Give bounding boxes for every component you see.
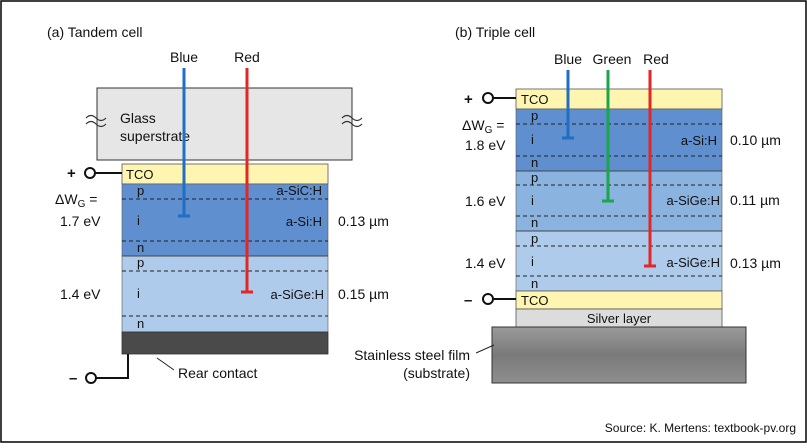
triple-plus-sign: + bbox=[464, 91, 473, 108]
thickness-3: 0.13 µm bbox=[730, 255, 781, 271]
rear-contact bbox=[121, 331, 329, 355]
tco-bottom-label: TCO bbox=[521, 293, 548, 308]
thickness-2: 0.11 µm bbox=[730, 192, 780, 208]
layer-n-bottom: n bbox=[137, 316, 144, 331]
triple-layer-separators bbox=[516, 123, 722, 277]
plus-terminal bbox=[84, 167, 96, 179]
layer-i-2: i bbox=[531, 193, 534, 208]
layer-p-1: p bbox=[531, 108, 538, 123]
triple-light-red-label: Red bbox=[643, 51, 669, 67]
thickness-top: 0.13 µm bbox=[338, 213, 389, 229]
break-mark-left bbox=[85, 114, 107, 128]
thickness-bottom: 0.15 µm bbox=[338, 286, 389, 302]
steel-substrate bbox=[491, 326, 747, 384]
break-mark-right bbox=[341, 114, 363, 128]
minus-wire bbox=[96, 354, 129, 379]
material-2: a-SiGe:H bbox=[667, 193, 720, 208]
glass-label-line2: superstrate bbox=[120, 128, 190, 144]
material-1: a-Si:H bbox=[681, 133, 717, 148]
steel-pointer bbox=[475, 344, 495, 354]
material-sic: a-SiC:H bbox=[276, 183, 322, 198]
tco-label: TCO bbox=[126, 167, 153, 182]
rear-contact-label: Rear contact bbox=[178, 365, 257, 381]
subcell-2 bbox=[515, 170, 723, 232]
layer-p-3: p bbox=[531, 231, 538, 246]
tandem-cell: (a) Tandem cell Glass superstrate TCO p … bbox=[47, 24, 389, 387]
gap-2: 1.6 eV bbox=[465, 193, 506, 209]
triple-title: (b) Triple cell bbox=[455, 24, 535, 40]
source-credit: Source: K. Mertens: textbook-pv.org bbox=[605, 421, 796, 435]
gap-top: 1.7 eV bbox=[60, 213, 101, 229]
thickness-1: 0.10 µm bbox=[730, 132, 781, 148]
triple-light-green-label: Green bbox=[593, 51, 632, 67]
tco-top-label: TCO bbox=[521, 92, 548, 107]
silver-layer-label: Silver layer bbox=[587, 311, 652, 326]
rear-contact-pointer bbox=[156, 357, 175, 371]
subcell-1 bbox=[515, 108, 723, 172]
tandem-layer-separators bbox=[122, 198, 328, 317]
layer-p-bottom: p bbox=[137, 255, 144, 270]
gap-1: 1.8 eV bbox=[465, 137, 506, 153]
tandem-title: (a) Tandem cell bbox=[47, 24, 142, 40]
subcell-3 bbox=[515, 230, 723, 292]
minus-terminal bbox=[85, 372, 97, 384]
layer-n-1: n bbox=[531, 155, 538, 170]
material-sige: a-SiGe:H bbox=[271, 287, 324, 302]
layer-p-2: p bbox=[531, 170, 538, 185]
triple-minus-sign: – bbox=[464, 292, 472, 309]
material-si: a-Si:H bbox=[286, 214, 322, 229]
triple-delta-wg-label: ΔWG = bbox=[462, 117, 504, 136]
layer-i-bottom: i bbox=[137, 286, 140, 301]
top-subcell bbox=[121, 183, 329, 257]
triple-cell: (b) Triple cell TCO p i n p i n p i n a-… bbox=[354, 24, 781, 384]
steel-label-line1: Stainless steel film bbox=[354, 347, 470, 363]
material-3: a-SiGe:H bbox=[667, 255, 720, 270]
layer-i-1: i bbox=[531, 132, 534, 147]
layer-n-3: n bbox=[531, 276, 538, 291]
delta-wg-label: ΔWG = bbox=[55, 191, 97, 210]
glass-superstrate bbox=[96, 87, 353, 161]
minus-terminal-sign: – bbox=[69, 370, 77, 387]
triple-light-blue-label: Blue bbox=[554, 51, 582, 67]
triple-plus-terminal bbox=[482, 92, 494, 104]
gap-3: 1.4 eV bbox=[465, 255, 506, 271]
triple-minus-terminal bbox=[482, 293, 494, 305]
light-blue-label: Blue bbox=[170, 49, 198, 65]
light-red-label: Red bbox=[234, 49, 260, 65]
layer-p-top: p bbox=[137, 183, 144, 198]
layer-n-top: n bbox=[137, 240, 144, 255]
layer-i-top: i bbox=[137, 213, 140, 228]
glass-label-line1: Glass bbox=[120, 110, 156, 126]
layer-n-2: n bbox=[531, 215, 538, 230]
layer-i-3: i bbox=[531, 254, 534, 269]
steel-label-line2: (substrate) bbox=[403, 365, 470, 381]
gap-bottom: 1.4 eV bbox=[60, 286, 101, 302]
plus-terminal-sign: + bbox=[67, 165, 76, 182]
